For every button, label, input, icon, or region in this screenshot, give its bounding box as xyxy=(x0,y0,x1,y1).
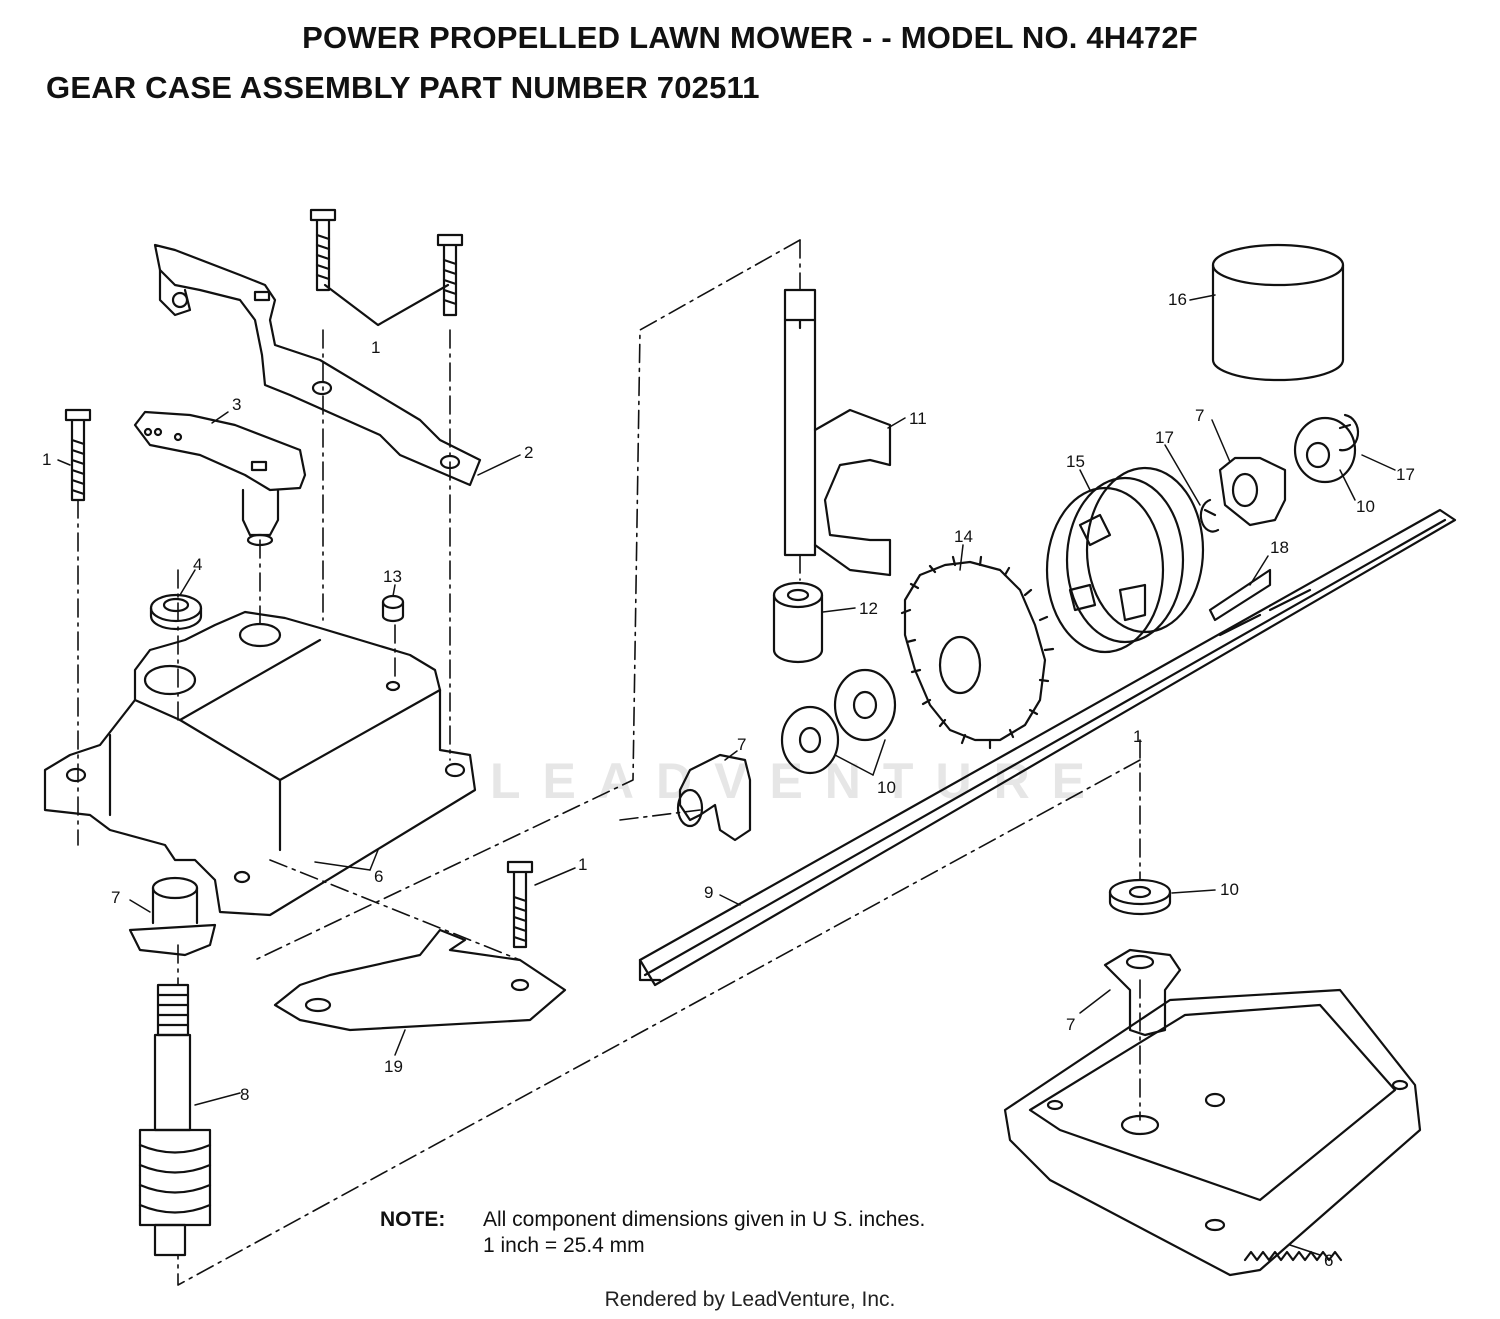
leader-lines xyxy=(57,294,1396,1256)
part-16-cylinder xyxy=(1211,243,1345,382)
callout-1-left: 1 xyxy=(42,450,51,469)
callout-16: 16 xyxy=(1168,290,1187,309)
callout-15: 15 xyxy=(1066,452,1085,471)
part-12-sleeve xyxy=(772,581,824,664)
part-14-gear xyxy=(900,555,1055,750)
part-8-worm-shaft xyxy=(138,983,212,1257)
part-6-lower-case xyxy=(1003,988,1422,1277)
callout-10-center: 10 xyxy=(877,778,896,797)
callout-10-lower: 10 xyxy=(1220,880,1239,899)
diagram-title: POWER PROPELLED LAWN MOWER - - MODEL NO.… xyxy=(302,20,1198,55)
callout-10-right: 10 xyxy=(1356,497,1375,516)
callout-13: 13 xyxy=(383,567,402,586)
callout-1-top: 1 xyxy=(371,338,380,357)
callout-18: 18 xyxy=(1270,538,1289,557)
part-4-washer xyxy=(149,593,203,631)
part-1-screws xyxy=(64,208,534,949)
assembly-dash-lines xyxy=(77,239,1141,1286)
callout-9: 9 xyxy=(704,883,713,902)
part-15-clutch xyxy=(1045,466,1205,654)
callout-19: 19 xyxy=(384,1057,403,1076)
part-19-plate xyxy=(273,928,567,1032)
note-label: NOTE: xyxy=(380,1208,446,1231)
part-6-upper-case xyxy=(43,610,477,917)
part-7-bushing-center xyxy=(676,753,752,842)
callout-6-upper: 6 xyxy=(374,867,383,886)
callout-7-upper-right: 7 xyxy=(1195,406,1204,425)
part-18-key xyxy=(1208,568,1272,622)
callout-17-left: 17 xyxy=(1155,428,1174,447)
callout-17-right: 17 xyxy=(1396,465,1415,484)
callout-6-lower: 6 xyxy=(1324,1251,1333,1270)
part-17-clips xyxy=(1199,413,1360,533)
callout-1-plate-screw: 1 xyxy=(578,855,587,874)
callout-11: 11 xyxy=(909,409,927,428)
part-9-axle xyxy=(638,508,1457,987)
callout-1-lower-axis: 1 xyxy=(1133,727,1142,746)
part-7-bushing-right-top xyxy=(1218,456,1287,527)
note-line-2: 1 inch = 25.4 mm xyxy=(483,1234,645,1257)
callout-2: 2 xyxy=(524,443,533,462)
part-7-bushing-lower xyxy=(1103,948,1182,1037)
note-line-1: All component dimensions given in U S. i… xyxy=(483,1208,926,1231)
callout-7-lower: 7 xyxy=(1066,1015,1075,1034)
part-11-fork xyxy=(783,288,892,577)
part-3-lever xyxy=(133,410,307,547)
callout-labels: 1 1 1 1 2 3 4 6 6 7 7 7 7 8 9 10 10 10 1… xyxy=(42,290,1415,1270)
callout-4: 4 xyxy=(193,555,202,574)
callout-3: 3 xyxy=(232,395,241,414)
part-10-washers xyxy=(780,416,1357,916)
callout-14: 14 xyxy=(954,527,973,546)
callout-7-left: 7 xyxy=(111,888,120,907)
footer-credit: Rendered by LeadVenture, Inc. xyxy=(604,1288,896,1311)
callout-7-center: 7 xyxy=(737,735,746,754)
part-13-plug xyxy=(381,594,405,623)
callout-8: 8 xyxy=(240,1085,249,1104)
callout-12: 12 xyxy=(859,599,878,618)
diagram-subtitle: GEAR CASE ASSEMBLY PART NUMBER 702511 xyxy=(46,70,760,105)
part-7-bushing-left xyxy=(128,876,217,957)
part-2-bracket xyxy=(153,243,482,487)
